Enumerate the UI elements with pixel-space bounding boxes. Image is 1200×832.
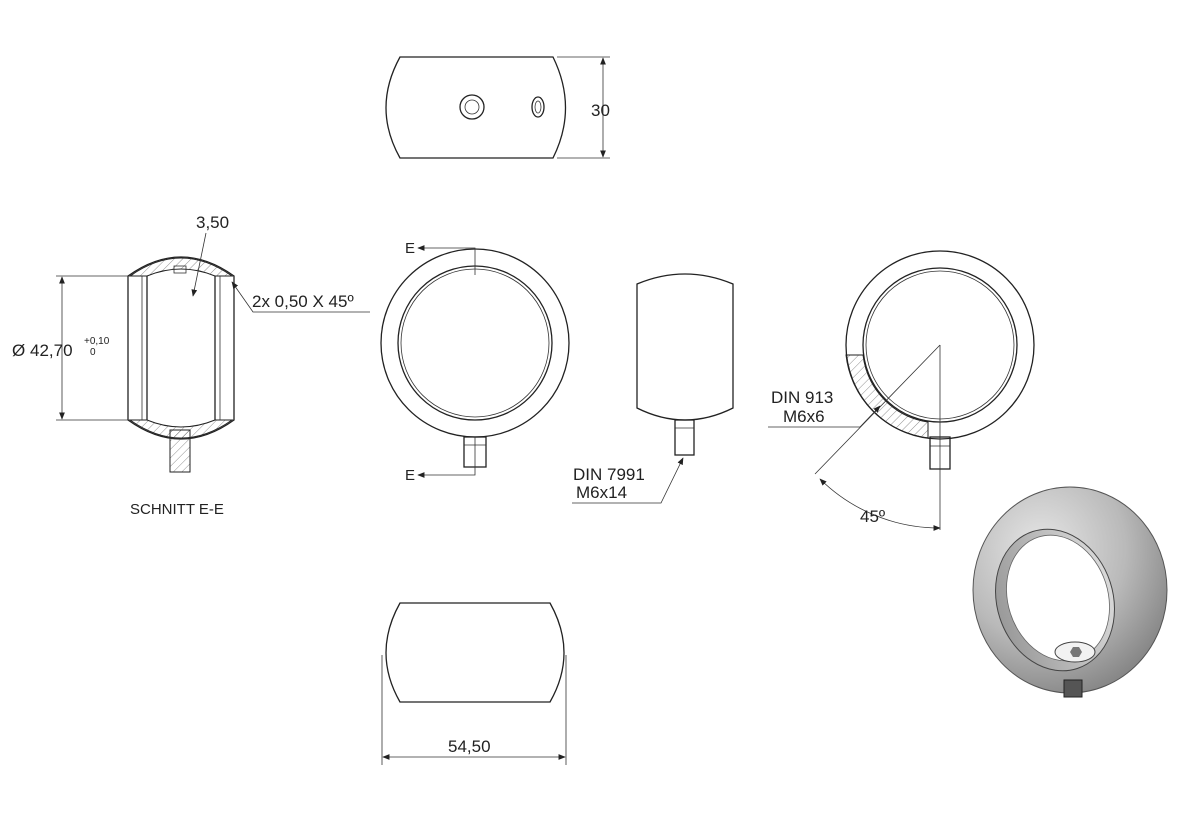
wall-leader <box>191 232 207 297</box>
bottom-view-outline <box>385 602 565 703</box>
set-screw-leader <box>768 405 881 428</box>
chamfer-label: 2x 0,50 X 45º <box>252 292 354 311</box>
height-dimension-label: 30 <box>591 101 610 120</box>
bottom-view: 54,50 <box>381 602 567 765</box>
ring2-hatch <box>845 354 929 439</box>
angle-label: 45º <box>860 507 885 526</box>
wall-dimension-label: 3,50 <box>196 213 229 232</box>
ring-outer <box>380 248 570 438</box>
side-screw-size: M6x14 <box>576 483 627 502</box>
side-stud <box>674 419 695 456</box>
countersunk-hole-outer <box>459 94 485 120</box>
set-screw-standard: DIN 913 <box>771 388 833 407</box>
top-view: 30 <box>385 56 610 159</box>
section-cut-line-top <box>417 245 476 275</box>
partial-section-view: 45º DIN 913 M6x6 <box>768 250 1035 531</box>
ball-stud <box>1063 679 1083 698</box>
diameter-symbol: Ø <box>12 341 25 360</box>
front-view: E E <box>380 240 570 484</box>
section-marker-bottom: E <box>405 467 415 484</box>
side-screw-leader <box>572 457 684 504</box>
side-view-outline <box>636 273 734 421</box>
ring-inner-chamfer <box>400 268 550 418</box>
width-dimension-label: 54,50 <box>448 737 491 756</box>
set-screw-hole-inner <box>534 100 542 114</box>
section-hatch-bottom <box>128 419 234 439</box>
section-marker-top: E <box>405 240 415 257</box>
set-screw-size: M6x6 <box>783 407 825 426</box>
angle-arc <box>819 478 941 531</box>
diameter-tol-upper: +0,10 <box>84 336 110 347</box>
section-hatch-top <box>128 257 234 277</box>
angle-ray-diagonal <box>814 344 941 475</box>
top-view-outline <box>385 56 567 159</box>
section-stud <box>169 429 191 473</box>
diameter-label: 42,70 <box>30 341 73 360</box>
section-set-screw <box>173 265 187 274</box>
set-screw-hole <box>531 96 545 118</box>
ring-inner <box>397 265 553 421</box>
chamfer-leader <box>231 281 370 313</box>
isometric-render <box>972 486 1168 698</box>
section-outer-outline <box>127 256 235 440</box>
side-screw-standard: DIN 7991 <box>573 465 645 484</box>
diameter-tol-lower: 0 <box>90 347 96 358</box>
section-view: 3,50 2x 0,50 X 45º Ø 42,70 +0,10 0 SCHNI… <box>12 213 370 518</box>
side-view: DIN 7991 M6x14 <box>572 273 734 504</box>
section-title: SCHNITT E-E <box>130 501 224 518</box>
countersunk-hole-inner <box>464 99 480 115</box>
section-cut-line-bottom <box>417 437 476 478</box>
